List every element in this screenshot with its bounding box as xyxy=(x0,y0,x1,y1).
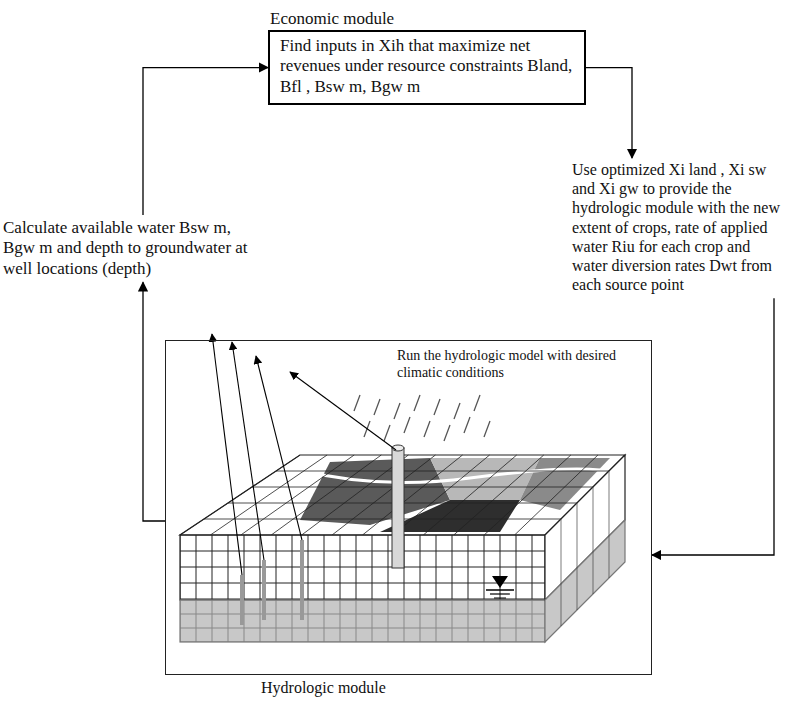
step-text: Calculate available water Bsw m, Bgw m a… xyxy=(3,218,265,279)
model-frame: Run the hydrologic model with desired cl… xyxy=(165,340,652,675)
flow-arrow xyxy=(143,68,268,215)
aquifer-side xyxy=(545,520,625,642)
annotation-text: Run the hydrologic model with desired cl… xyxy=(394,347,650,383)
flow-arrow xyxy=(143,282,165,521)
well xyxy=(392,448,404,568)
well xyxy=(240,575,244,625)
process-box: Economic moduleFind inputs in Xih that m… xyxy=(268,30,586,105)
step-text: Calculate available water Bsw m, Bgw m a… xyxy=(3,218,265,279)
flow-arrow xyxy=(652,298,774,555)
model-front-face xyxy=(180,535,545,600)
step-text: Use optimized Xi land , Xi sw and Xi gw … xyxy=(572,160,784,294)
well xyxy=(300,540,304,620)
grid-lines xyxy=(561,471,609,626)
module-heading: Hydrologic module xyxy=(261,678,386,697)
aquifer-layer xyxy=(180,600,545,642)
flow-arrow xyxy=(586,68,632,158)
box-text: Find inputs in Xih that maximize net rev… xyxy=(280,36,574,97)
leader-arrows xyxy=(212,334,396,575)
step-text: Use optimized Xi land , Xi sw and Xi gw … xyxy=(572,160,784,294)
water-table-symbol xyxy=(486,576,514,598)
module-heading: Economic module xyxy=(270,9,394,29)
well xyxy=(262,560,266,620)
